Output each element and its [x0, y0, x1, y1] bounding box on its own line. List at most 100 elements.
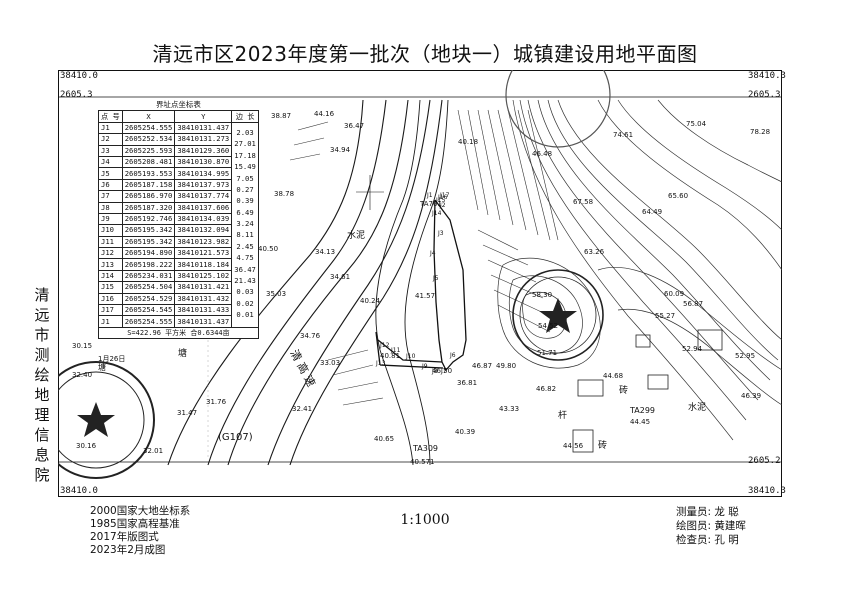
table-cell-id: J7	[98, 190, 123, 203]
elevation-label: 44.45	[630, 418, 651, 426]
elevation-label: 46.50	[432, 367, 453, 375]
table-cell-id: J10	[98, 224, 123, 237]
pole-label: 杆	[558, 411, 568, 421]
boundary-point-label: J5	[433, 275, 439, 282]
elevation-label: 34.61	[330, 273, 351, 281]
table-cell-id: J6	[98, 178, 123, 192]
table-header-x: X	[121, 110, 176, 123]
table-cell-x: 2605198.222	[121, 258, 176, 271]
table-cell-x: 2605187.158	[121, 178, 176, 192]
footer-staff: 测量员: 龙 聪 绘图员: 黄建晖 检查员: 孔 明	[676, 505, 746, 547]
table-caption: 界址点坐标表	[155, 100, 201, 110]
elevation-label: 36.81	[457, 379, 478, 387]
boundary-point-label: J9	[422, 363, 428, 370]
boundary-point-label: J7	[441, 368, 447, 375]
table-cell-y: 38410132.094	[174, 224, 233, 237]
brick-label-2: 砖	[598, 441, 608, 451]
corner-bottom-right-y: 38410.3	[748, 486, 786, 496]
boundary-point-label: J16	[438, 194, 448, 201]
table-cell-y: 38410134.995	[174, 167, 233, 180]
elevation-label: 40.50	[258, 245, 279, 253]
boundary-point-label: J6	[450, 352, 456, 359]
elevation-label: 52.95	[735, 352, 756, 360]
table-cell-id: J11	[98, 235, 123, 249]
parcel-boundary	[375, 199, 467, 372]
table-cell-id: J14	[98, 269, 123, 283]
table-header-y: Y	[174, 110, 233, 123]
table-cell-x: 2605194.890	[121, 247, 176, 260]
elevation-label: 32.01	[143, 447, 164, 455]
table-cell-x: 2605192.746	[121, 212, 176, 226]
table-cell-distance: 3.24	[231, 218, 259, 230]
table-cell-y: 38410131.273	[174, 133, 233, 146]
table-cell-x: 2605195.342	[121, 224, 176, 237]
table-cell-y: 38410137.973	[174, 178, 233, 192]
table-cell-y: 38410129.360	[174, 144, 233, 157]
pond-label: 塘	[178, 349, 188, 359]
table-cell-distance: 21.43	[231, 275, 259, 287]
table-cell-distance: 2.03	[231, 127, 259, 139]
corner-top-left-y: 38410.0	[60, 71, 98, 81]
table-cell-x: 2605187.320	[121, 201, 176, 214]
table-cell-x: 2605254.555	[121, 121, 176, 135]
boundary-point-label: J17	[440, 192, 450, 199]
elevation-label: 31.47	[177, 409, 198, 417]
table-cell-distance: 7.05	[231, 172, 259, 185]
seal-stars	[77, 298, 577, 437]
elevation-label: 46.39	[741, 392, 762, 400]
boundary-point-label: J2	[440, 202, 446, 209]
table-cell-id: J15	[98, 281, 123, 294]
elevation-label: 63.26	[584, 248, 605, 256]
corner-bottom-left-y: 38410.0	[60, 486, 98, 496]
elevation-label: 34.13	[315, 248, 336, 256]
table-cell-x: 2605252.534	[121, 133, 176, 146]
table-cell-x: 2605208.481	[121, 155, 176, 169]
elevation-label: 64.49	[642, 208, 663, 216]
boundary-point-label: J10	[406, 353, 416, 360]
table-cell-id: J9	[98, 212, 123, 226]
table-cell-y: 38410123.982	[174, 235, 233, 249]
table-cell-id: J1	[98, 315, 123, 328]
elevation-label: 49.80	[496, 362, 517, 370]
elevation-label: 67.58	[573, 198, 594, 206]
elevation-label: 32.40	[72, 371, 93, 379]
table-cell-id: J12	[98, 247, 123, 260]
elevation-label: 40.24	[360, 297, 381, 305]
elevation-label: 46.82	[536, 385, 557, 393]
table-cell-distance: 27.01	[231, 138, 259, 151]
table-cell-distance: 0.02	[231, 298, 259, 310]
table-cell-x: 2605254.529	[121, 292, 176, 306]
table-cell-id: J8	[98, 201, 123, 214]
table-cell-distance	[231, 315, 259, 328]
boundary-point-label: J15	[436, 197, 446, 204]
ta701-label: TA701	[420, 200, 442, 208]
table-cell-y: 38410137.774	[174, 190, 233, 203]
table-cell-x: 2605193.553	[121, 167, 176, 180]
elevation-label: 78.28	[750, 128, 771, 136]
elevation-label: 32.41	[292, 405, 313, 413]
elevation-label: 30.15	[72, 342, 93, 350]
map-canvas	[58, 70, 782, 497]
table-cell-y: 38410134.039	[174, 212, 233, 226]
elevation-label: 36.47	[344, 122, 365, 130]
table-cell-distance: 4.75	[231, 252, 259, 264]
seal-marks	[58, 70, 611, 479]
elevation-label: 75.04	[686, 120, 707, 128]
table-cell-y: 38410131.433	[174, 304, 233, 317]
boundary-point-label: J1	[427, 192, 433, 199]
date-note-label: 1月26日	[98, 355, 126, 363]
brick-label-1: 砖	[619, 386, 629, 396]
buildings	[572, 329, 723, 453]
elevation-label: 40.81	[380, 352, 401, 360]
table-cell-distance: 6.49	[231, 207, 259, 219]
table-cell-y: 38410137.606	[174, 201, 233, 214]
table-cell-id: J5	[98, 167, 123, 180]
